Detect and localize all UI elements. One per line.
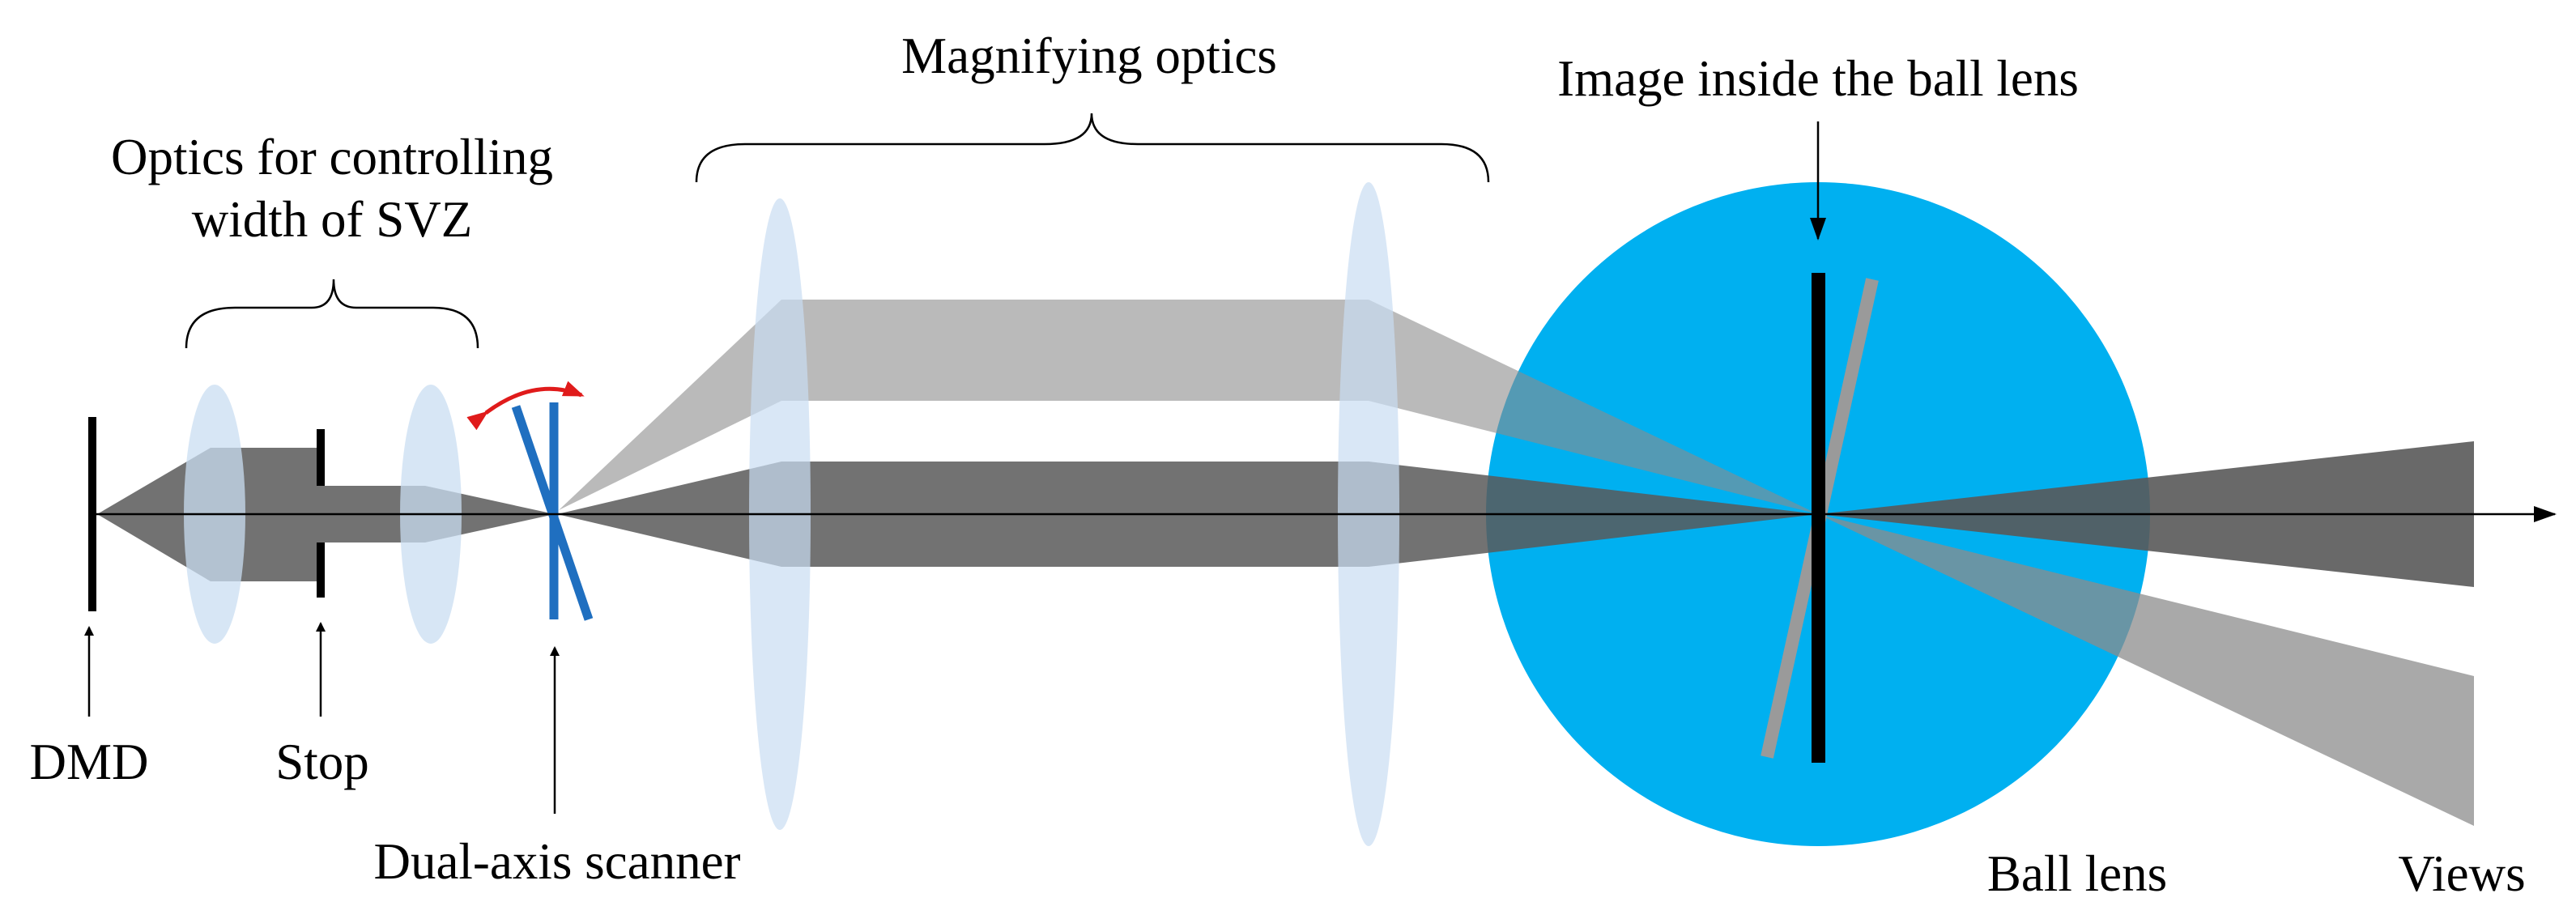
label-views: Views <box>2398 845 2525 902</box>
brace-magnifying-optics <box>695 113 1490 183</box>
stop-lower-bar <box>317 542 325 598</box>
view-beam-lower <box>1818 514 2474 826</box>
label-svz-optics-line2: width of SVZ <box>192 191 473 248</box>
label-image-inside-ball-lens: Image inside the ball lens <box>1557 50 2079 107</box>
scanned-beam-upper <box>559 300 1818 514</box>
label-ball-lens: Ball lens <box>1987 845 2167 902</box>
label-magnifying-optics: Magnifying optics <box>901 28 1277 84</box>
brace-svz-optics <box>185 279 479 349</box>
label-stop: Stop <box>275 734 369 790</box>
label-dual-axis-scanner: Dual-axis scanner <box>373 833 740 890</box>
scan-rotation-arrow <box>466 381 585 431</box>
label-dmd: DMD <box>29 734 148 790</box>
stop-upper-bar <box>317 429 325 486</box>
label-svz-optics-line1: Optics for controlling <box>111 129 553 185</box>
dmd-element <box>88 417 96 611</box>
image-bar-vertical <box>1812 273 1825 763</box>
